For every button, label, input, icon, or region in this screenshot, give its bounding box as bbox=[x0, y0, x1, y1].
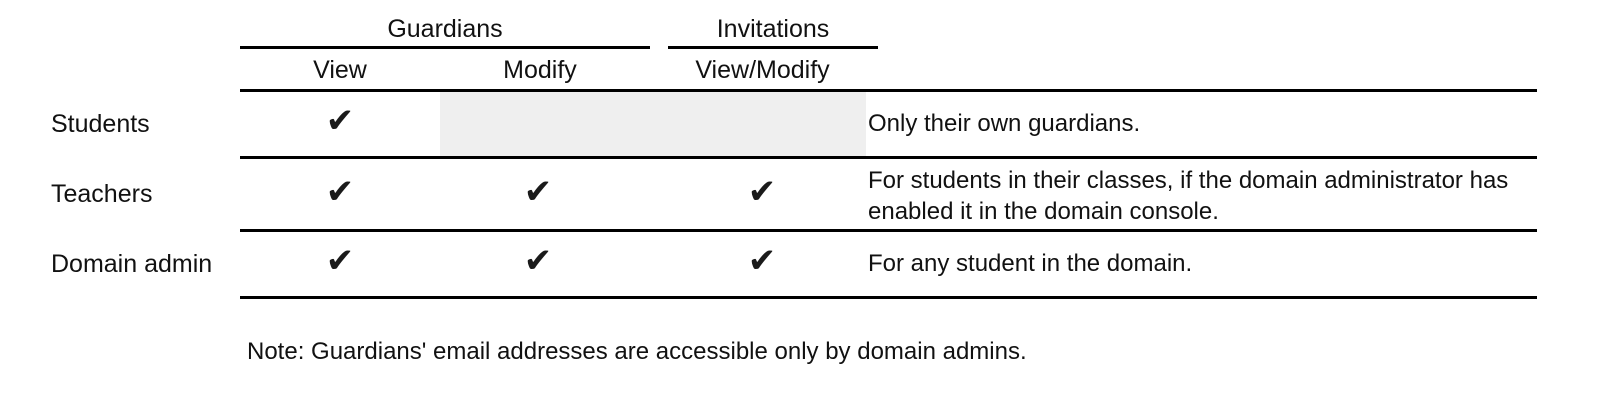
table-rule-header-bottom bbox=[240, 89, 1537, 92]
group-header-guardians: Guardians bbox=[387, 15, 503, 43]
checkmark-icon-students-guardians-view: ✔ bbox=[325, 101, 355, 141]
cell-disabled-shading-students bbox=[440, 92, 866, 156]
row-label-domain-admin: Domain admin bbox=[51, 250, 213, 278]
row-note-students: Only their own guardians. bbox=[868, 110, 1141, 137]
group-header-rule-guardians bbox=[240, 46, 650, 49]
table-rule-bottom bbox=[240, 296, 1537, 299]
checkmark-icon-teachers-guardians-modify: ✔ bbox=[523, 172, 553, 212]
row-note-domain-admin: For any student in the domain. bbox=[868, 250, 1193, 277]
table-rule-after-teachers bbox=[240, 229, 1537, 232]
table-row: Students ✔ Only their own guardians. bbox=[0, 92, 1600, 156]
row-label-students: Students bbox=[51, 110, 150, 138]
table-footnote: Note: Guardians' email addresses are acc… bbox=[247, 338, 1027, 365]
table-rule-after-students bbox=[240, 156, 1537, 159]
checkmark-icon-teachers-invitations: ✔ bbox=[747, 172, 777, 212]
checkmark-icon-domain-admin-guardians-modify: ✔ bbox=[523, 241, 553, 281]
column-header-invitations-view-modify: View/Modify bbox=[695, 56, 830, 84]
row-label-teachers: Teachers bbox=[51, 180, 153, 208]
group-header-invitations: Invitations bbox=[716, 15, 830, 43]
column-header-guardians-modify: Modify bbox=[503, 56, 577, 84]
column-header-guardians-view: View bbox=[313, 56, 367, 84]
group-header-rule-invitations bbox=[668, 46, 878, 49]
table-row: Domain admin ✔ ✔ ✔ For any student in th… bbox=[0, 232, 1600, 296]
checkmark-icon-domain-admin-invitations: ✔ bbox=[747, 241, 777, 281]
checkmark-icon-domain-admin-guardians-view: ✔ bbox=[325, 241, 355, 281]
checkmark-icon-teachers-guardians-view: ✔ bbox=[325, 172, 355, 212]
table-row: Teachers ✔ ✔ ✔ For students in their cla… bbox=[0, 159, 1600, 229]
row-note-teachers: For students in their classes, if the do… bbox=[868, 167, 1509, 225]
